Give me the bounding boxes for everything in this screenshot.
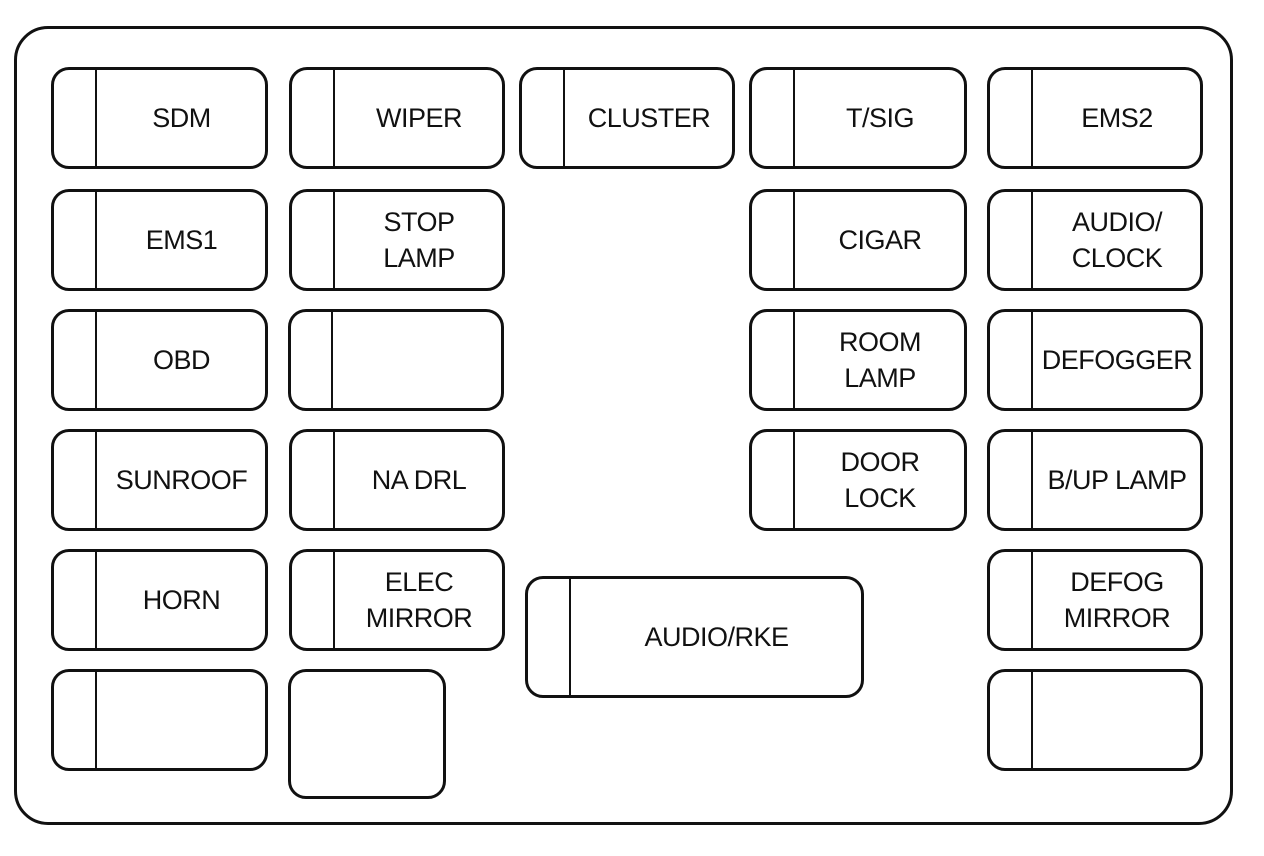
fuse-divider-line <box>95 312 97 408</box>
fuse-label <box>291 672 443 796</box>
fuse-divider-line <box>333 552 335 648</box>
fuse-label-line: STOP <box>383 207 455 237</box>
fuse-label <box>334 312 501 408</box>
fuse-label-line: EMS1 <box>145 225 218 255</box>
fuse-divider-line <box>793 192 795 288</box>
fuse-divider-line <box>1031 312 1033 408</box>
fuse-label-line: DOOR <box>840 447 921 477</box>
fuse-divider-line <box>95 432 97 528</box>
fuse-label: B/UP LAMP <box>1034 432 1200 528</box>
fuse-label-line: ROOM <box>839 327 922 357</box>
fuse-label <box>98 672 265 768</box>
fuse-label-line: AUDIO/RKE <box>644 622 789 652</box>
fuse-audio-clock: AUDIO/CLOCK <box>987 189 1203 291</box>
fuse-horn: HORN <box>51 549 268 651</box>
fuse-label: ROOM LAMP <box>796 312 964 408</box>
fuse-divider-line <box>793 70 795 166</box>
fuse-divider-line <box>1031 432 1033 528</box>
fuse-label-line: AUDIO/ <box>1071 207 1163 237</box>
fuse-t-sig: T/SIG <box>749 67 967 169</box>
fuse-divider-line <box>95 192 97 288</box>
fuse-spare-3 <box>288 669 446 799</box>
fuse-label: CLUSTER <box>566 70 732 166</box>
fuse-elec-mirror: ELEC MIRROR <box>289 549 505 651</box>
fuse-divider-line <box>95 552 97 648</box>
fuse-wiper: WIPER <box>289 67 505 169</box>
fuse-divider-line <box>95 672 97 768</box>
fuse-room-lamp: ROOM LAMP <box>749 309 967 411</box>
fuse-label <box>1034 672 1200 768</box>
fuse-ems2: EMS2 <box>987 67 1203 169</box>
fuse-label-line: NA DRL <box>371 465 467 495</box>
fuse-label: T/SIG <box>796 70 964 166</box>
fuse-cluster: CLUSTER <box>519 67 735 169</box>
fuse-defog-mirror: DEFOG MIRROR <box>987 549 1203 651</box>
fuse-label-line: SUNROOF <box>115 465 248 495</box>
fuse-spare-1 <box>288 309 504 411</box>
fuse-label-line: OBD <box>152 345 211 375</box>
fuse-audio-rke: AUDIO/RKE <box>525 576 864 698</box>
fuse-label-line: CLUSTER <box>587 103 711 133</box>
fuse-label: OBD <box>98 312 265 408</box>
fuse-label-line: CIGAR <box>838 225 922 255</box>
fuse-label: SUNROOF <box>98 432 265 528</box>
fuse-label: DEFOG MIRROR <box>1034 552 1200 648</box>
fuse-label: HORN <box>98 552 265 648</box>
fuse-label: EMS1 <box>98 192 265 288</box>
fuse-cigar: CIGAR <box>749 189 967 291</box>
fuse-label: NA DRL <box>336 432 502 528</box>
fuse-label-line: MIRROR <box>1063 603 1171 633</box>
fuse-divider-line <box>333 192 335 288</box>
fuse-spare-4 <box>987 669 1203 771</box>
fuse-ems1: EMS1 <box>51 189 268 291</box>
fuse-label: AUDIO/RKE <box>572 579 861 695</box>
fuse-divider-line <box>1031 70 1033 166</box>
fuse-divider-line <box>333 432 335 528</box>
fuse-label-line: DEFOGGER <box>1041 345 1193 375</box>
fuse-divider-line <box>95 70 97 166</box>
fuse-label: SDM <box>98 70 265 166</box>
fuse-sdm: SDM <box>51 67 268 169</box>
fuse-label: CIGAR <box>796 192 964 288</box>
fuse-spare-2 <box>51 669 268 771</box>
fuse-label: AUDIO/CLOCK <box>1034 192 1200 288</box>
fuse-label-line: LAMP <box>844 363 916 393</box>
fuse-divider-line <box>1031 192 1033 288</box>
fuse-label-line: LAMP <box>383 243 455 273</box>
fuse-label-line: DEFOG <box>1070 567 1164 597</box>
fuse-divider-line <box>331 312 333 408</box>
fuse-defogger: DEFOGGER <box>987 309 1203 411</box>
fuse-label-line: SDM <box>152 103 211 133</box>
fuse-label: DOOR LOCK <box>796 432 964 528</box>
fuse-label-line: LOCK <box>844 483 916 513</box>
fuse-label-line: MIRROR <box>365 603 473 633</box>
fuse-divider-line <box>1031 672 1033 768</box>
fuse-divider-line <box>333 70 335 166</box>
fuse-divider-line <box>569 579 571 695</box>
fuse-label-line: ELEC <box>384 567 454 597</box>
fuse-label-line: EMS2 <box>1081 103 1153 133</box>
fuse-divider-line <box>1031 552 1033 648</box>
fuse-label-line: B/UP LAMP <box>1047 465 1187 495</box>
fuse-obd: OBD <box>51 309 268 411</box>
fuse-b-up-lamp: B/UP LAMP <box>987 429 1203 531</box>
fuse-stop-lamp: STOP LAMP <box>289 189 505 291</box>
fuse-label: DEFOGGER <box>1034 312 1200 408</box>
fuse-divider-line <box>793 312 795 408</box>
fuse-door-lock: DOOR LOCK <box>749 429 967 531</box>
fuse-label-line: T/SIG <box>845 103 915 133</box>
fuse-na-drl: NA DRL <box>289 429 505 531</box>
fuse-divider-line <box>793 432 795 528</box>
fuse-label: STOP LAMP <box>336 192 502 288</box>
fuse-label: WIPER <box>336 70 502 166</box>
fuse-sunroof: SUNROOF <box>51 429 268 531</box>
fuse-label-line: HORN <box>142 585 221 615</box>
fuse-label-line: WIPER <box>375 103 463 133</box>
fuse-label-line: CLOCK <box>1071 243 1163 273</box>
fuse-label: ELEC MIRROR <box>336 552 502 648</box>
fuse-divider-line <box>563 70 565 166</box>
fuse-label: EMS2 <box>1034 70 1200 166</box>
